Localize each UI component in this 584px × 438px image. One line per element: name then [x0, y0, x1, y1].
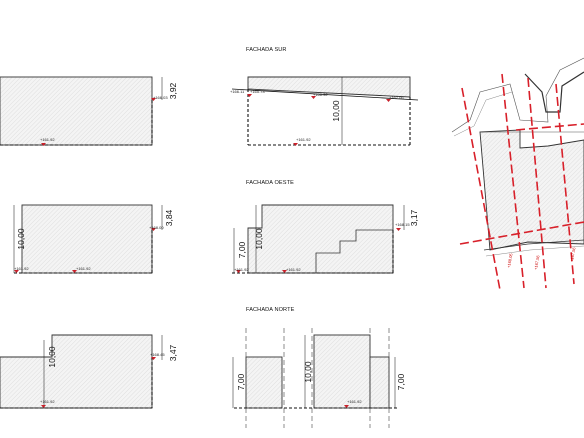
building-outline — [247, 204, 394, 274]
building-outline — [369, 356, 390, 409]
level-label: +166.32 — [313, 92, 328, 97]
left-elevation-row1: 3,92 +166.03 +161.92 — [0, 76, 178, 146]
level-marker — [151, 98, 156, 101]
level-label: +165.73 — [250, 89, 265, 94]
fachada-oeste: FACHADA OESTE 7,00 10,00 3,17 +168.15 +1… — [232, 180, 419, 274]
level-marker — [344, 405, 349, 408]
stepped-profile — [315, 229, 393, 273]
level-marker — [311, 96, 316, 99]
level-label: +167.06 — [389, 95, 404, 100]
level-marker — [282, 270, 287, 273]
context-outline — [524, 71, 584, 113]
terrain-line — [231, 88, 419, 101]
level-label: +168.15 — [395, 222, 410, 227]
structural-axis — [527, 77, 547, 289]
level-label: +161.92 — [296, 137, 311, 142]
axis-label: +168.05 — [506, 252, 514, 268]
level-marker — [151, 357, 156, 360]
building-outline — [313, 334, 371, 409]
height-dimension: 3,84 — [164, 209, 174, 226]
building-outline — [0, 334, 153, 409]
structural-axis — [515, 123, 584, 131]
fachada-sur: FACHADA SUR 10,00 +166.11 +165.73 +166.3… — [230, 47, 419, 146]
level-label: +166.03 — [153, 95, 168, 100]
height-dimension: 3,92 — [168, 82, 178, 99]
level-label: +161.92 — [40, 137, 55, 142]
level-label: +161.92 — [286, 267, 301, 272]
level-marker — [236, 270, 241, 273]
height-dimension: 3,47 — [168, 344, 178, 361]
level-label: +161.92 — [14, 266, 29, 271]
axis-label: +167.56 — [533, 254, 541, 270]
street-edge — [485, 245, 584, 257]
level-label: +161.92 — [76, 266, 91, 271]
level-marker — [396, 228, 401, 231]
level-label: +166.11 — [230, 89, 245, 94]
left-elevation-row2: 10,00 3,84 +168.00 +161.92 +161.92 — [13, 204, 174, 274]
site-plan: +168.05 +167.56 +167.56 — [451, 57, 584, 291]
level-label: +168.00 — [149, 225, 164, 230]
axis-label: +167.56 — [569, 246, 577, 262]
height-dimension: 10,00 — [331, 100, 341, 122]
structural-axis — [555, 83, 575, 285]
level-marker — [14, 270, 19, 273]
context-outline — [451, 57, 584, 133]
structural-axis — [461, 87, 501, 291]
elevation-title: FACHADA SUR — [246, 47, 287, 53]
level-label: +161.92 — [40, 399, 55, 404]
building-outline — [245, 356, 283, 409]
level-marker — [386, 99, 391, 102]
level-marker — [41, 405, 46, 408]
street-edge — [483, 239, 584, 251]
fachada-norte: FACHADA NORTE 7,00 10,00 7,00 +161.92 — [232, 307, 406, 428]
height-dimension: 10,00 — [47, 346, 57, 368]
elevation-title: FACHADA OESTE — [246, 180, 294, 186]
building-outline — [247, 76, 411, 98]
level-marker — [293, 143, 298, 146]
height-dimension: 7,00 — [236, 373, 246, 390]
left-elevation-row3: 10,00 3,47 +168.45 +161.92 — [0, 334, 178, 409]
elevation-title: FACHADA NORTE — [246, 307, 295, 313]
level-label: +168.45 — [150, 352, 165, 357]
level-marker — [72, 270, 77, 273]
level-marker — [151, 228, 156, 231]
level-label: +161.92 — [234, 267, 249, 272]
context-outline — [453, 91, 513, 137]
height-dimension: 7,00 — [237, 241, 247, 258]
level-label: +161.92 — [347, 399, 362, 404]
height-dimension: 10,00 — [303, 361, 313, 383]
height-dimension: 3,17 — [409, 209, 419, 226]
height-dimension: 7,00 — [396, 373, 406, 390]
structural-axis — [459, 221, 584, 245]
level-marker — [247, 94, 252, 97]
building-outline — [0, 76, 153, 146]
height-dimension: 10,00 — [16, 228, 26, 250]
structural-axis — [501, 73, 525, 289]
level-marker — [41, 143, 46, 146]
height-dimension: 10,00 — [254, 228, 264, 250]
building-outline — [21, 204, 153, 274]
